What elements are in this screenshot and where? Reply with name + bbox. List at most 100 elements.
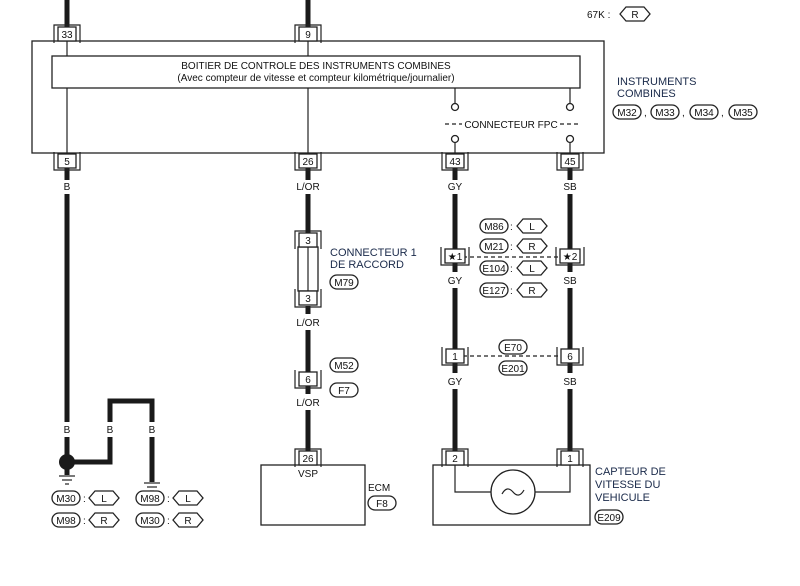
wire-color-label: GY: [448, 182, 463, 193]
connector-badge: M33: [650, 104, 680, 120]
m52-pin-number: 6: [305, 375, 311, 386]
connector-badge: M34: [689, 104, 719, 120]
option-tag-text: R: [631, 10, 638, 21]
separator: :: [83, 494, 86, 505]
variant-connector-badge-text: E104: [482, 264, 506, 275]
separator: ,: [721, 108, 724, 119]
variant-tag: L: [516, 218, 548, 234]
variant-tag: L: [516, 260, 548, 276]
joint-pin-top-number: 3: [305, 236, 311, 247]
connector-badge-text: M35: [733, 108, 753, 119]
unit-pin-1-number: 26: [302, 157, 314, 168]
sensor-pin-left: 2: [441, 448, 469, 467]
connector-badge: M35: [728, 104, 758, 120]
wire-color-label: B: [107, 425, 114, 436]
e70-pin-right: 6: [556, 347, 584, 366]
ecm-box: [260, 464, 366, 526]
wire-color-label: GY: [448, 377, 463, 388]
unit-pin-3: 45: [556, 152, 584, 171]
ground-connector-badge: M30: [51, 490, 81, 506]
ground-tag-text: R: [100, 516, 107, 527]
pin-9-number: 9: [305, 30, 311, 41]
joint-connector-label-2: DE RACCORD: [330, 259, 404, 271]
ecm-connector-badge-text: F8: [376, 499, 388, 510]
wire-color-label: B: [64, 425, 71, 436]
connector-badge-text: M34: [694, 108, 714, 119]
wire-color-label: SB: [563, 276, 577, 287]
star-pin-left: ★1: [440, 247, 470, 266]
connector-badge-text: E70: [504, 343, 522, 354]
variant-connector-badge: M86: [479, 218, 509, 234]
unit-subtitle: (Avec compteur de vitesse et compteur ki…: [177, 73, 454, 84]
star-pin-right-number: ★2: [563, 252, 578, 263]
pin-33: 33: [53, 24, 81, 43]
variant-tag-text: L: [529, 222, 535, 233]
connector-badge-text: E201: [501, 364, 525, 375]
wire-color-label: L/OR: [296, 318, 319, 329]
connector-badge: M52: [329, 357, 359, 373]
ecm-label: ECM: [368, 483, 390, 494]
separator: :: [510, 242, 513, 253]
wire-color-label: SB: [563, 377, 577, 388]
joint-connector-label-1: CONNECTEUR 1: [330, 247, 417, 259]
separator: ,: [682, 108, 685, 119]
ground-tag-text: R: [184, 516, 191, 527]
ground-tag-text: L: [185, 494, 191, 505]
e70-pin-right-number: 6: [567, 352, 573, 363]
wire-color-label: L/OR: [296, 182, 319, 193]
e70-pin-left-number: 1: [452, 352, 458, 363]
ground-icon: [59, 475, 75, 485]
ground-connector-badge: M98: [51, 512, 81, 528]
ground-icon: [144, 482, 160, 492]
ground-connector-badge-text: M98: [56, 516, 76, 527]
connector-badge-text: M33: [655, 108, 675, 119]
ground-connector-badge-text: M98: [140, 494, 160, 505]
variant-tag-text: R: [528, 242, 535, 253]
connector-badge-text: M32: [617, 108, 637, 119]
variant-connector-badge-text: M86: [484, 222, 504, 233]
fpc-connector-label: CONNECTEUR FPC: [464, 120, 557, 131]
variant-tag: R: [516, 282, 548, 298]
variant-connector-badge: E127: [479, 282, 509, 298]
variant-tag: R: [516, 238, 548, 254]
connector-badge: M32: [612, 104, 642, 120]
wire-color-label: SB: [563, 182, 577, 193]
separator: :: [167, 516, 170, 527]
connector-badge: F7: [329, 382, 359, 398]
star-pin-left-number: ★1: [448, 252, 463, 263]
separator: :: [83, 516, 86, 527]
ground-tag: R: [172, 512, 204, 528]
sensor-label-3: VEHICULE: [595, 492, 650, 504]
variant-tag-text: L: [529, 264, 535, 275]
wire-color-label: B: [64, 182, 71, 193]
separator: :: [510, 222, 513, 233]
connector-badge-text: M52: [334, 361, 354, 372]
variant-connector-badge-text: M21: [484, 242, 504, 253]
ecm-pin: 26: [294, 448, 322, 467]
ecm-pin-number: 26: [302, 454, 314, 465]
joint-pin-bottom: 3: [294, 289, 322, 308]
joint-pin-top: 3: [294, 230, 322, 249]
variant-connector-badge: M21: [479, 238, 509, 254]
unit-pin-1: 26: [294, 152, 322, 171]
ground-connector-badge: M98: [135, 490, 165, 506]
ground-tag: L: [88, 490, 120, 506]
unit-title: BOITIER DE CONTROLE DES INSTRUMENTS COMB…: [181, 61, 451, 72]
joint-connector-badge: M79: [329, 274, 359, 290]
sensor-label-2: VITESSE DU: [595, 479, 660, 491]
ground-connector-badge: M30: [135, 512, 165, 528]
ground-connector-badge-text: M30: [140, 516, 160, 527]
sensor-label-1: CAPTEUR DE: [595, 466, 666, 478]
connector-badge: E70: [498, 339, 528, 355]
star-pin-right: ★2: [555, 247, 585, 266]
ground-connector-badge-text: M30: [56, 494, 76, 505]
ecm-terminal: VSP: [298, 469, 318, 480]
variant-tag-text: R: [528, 286, 535, 297]
pin-33-number: 33: [61, 30, 73, 41]
connector-badge: E201: [498, 360, 528, 376]
separator: :: [510, 286, 513, 297]
variant-connector-badge-text: E127: [482, 286, 506, 297]
control-unit-box: [51, 55, 581, 89]
wire-color-label: B: [149, 425, 156, 436]
